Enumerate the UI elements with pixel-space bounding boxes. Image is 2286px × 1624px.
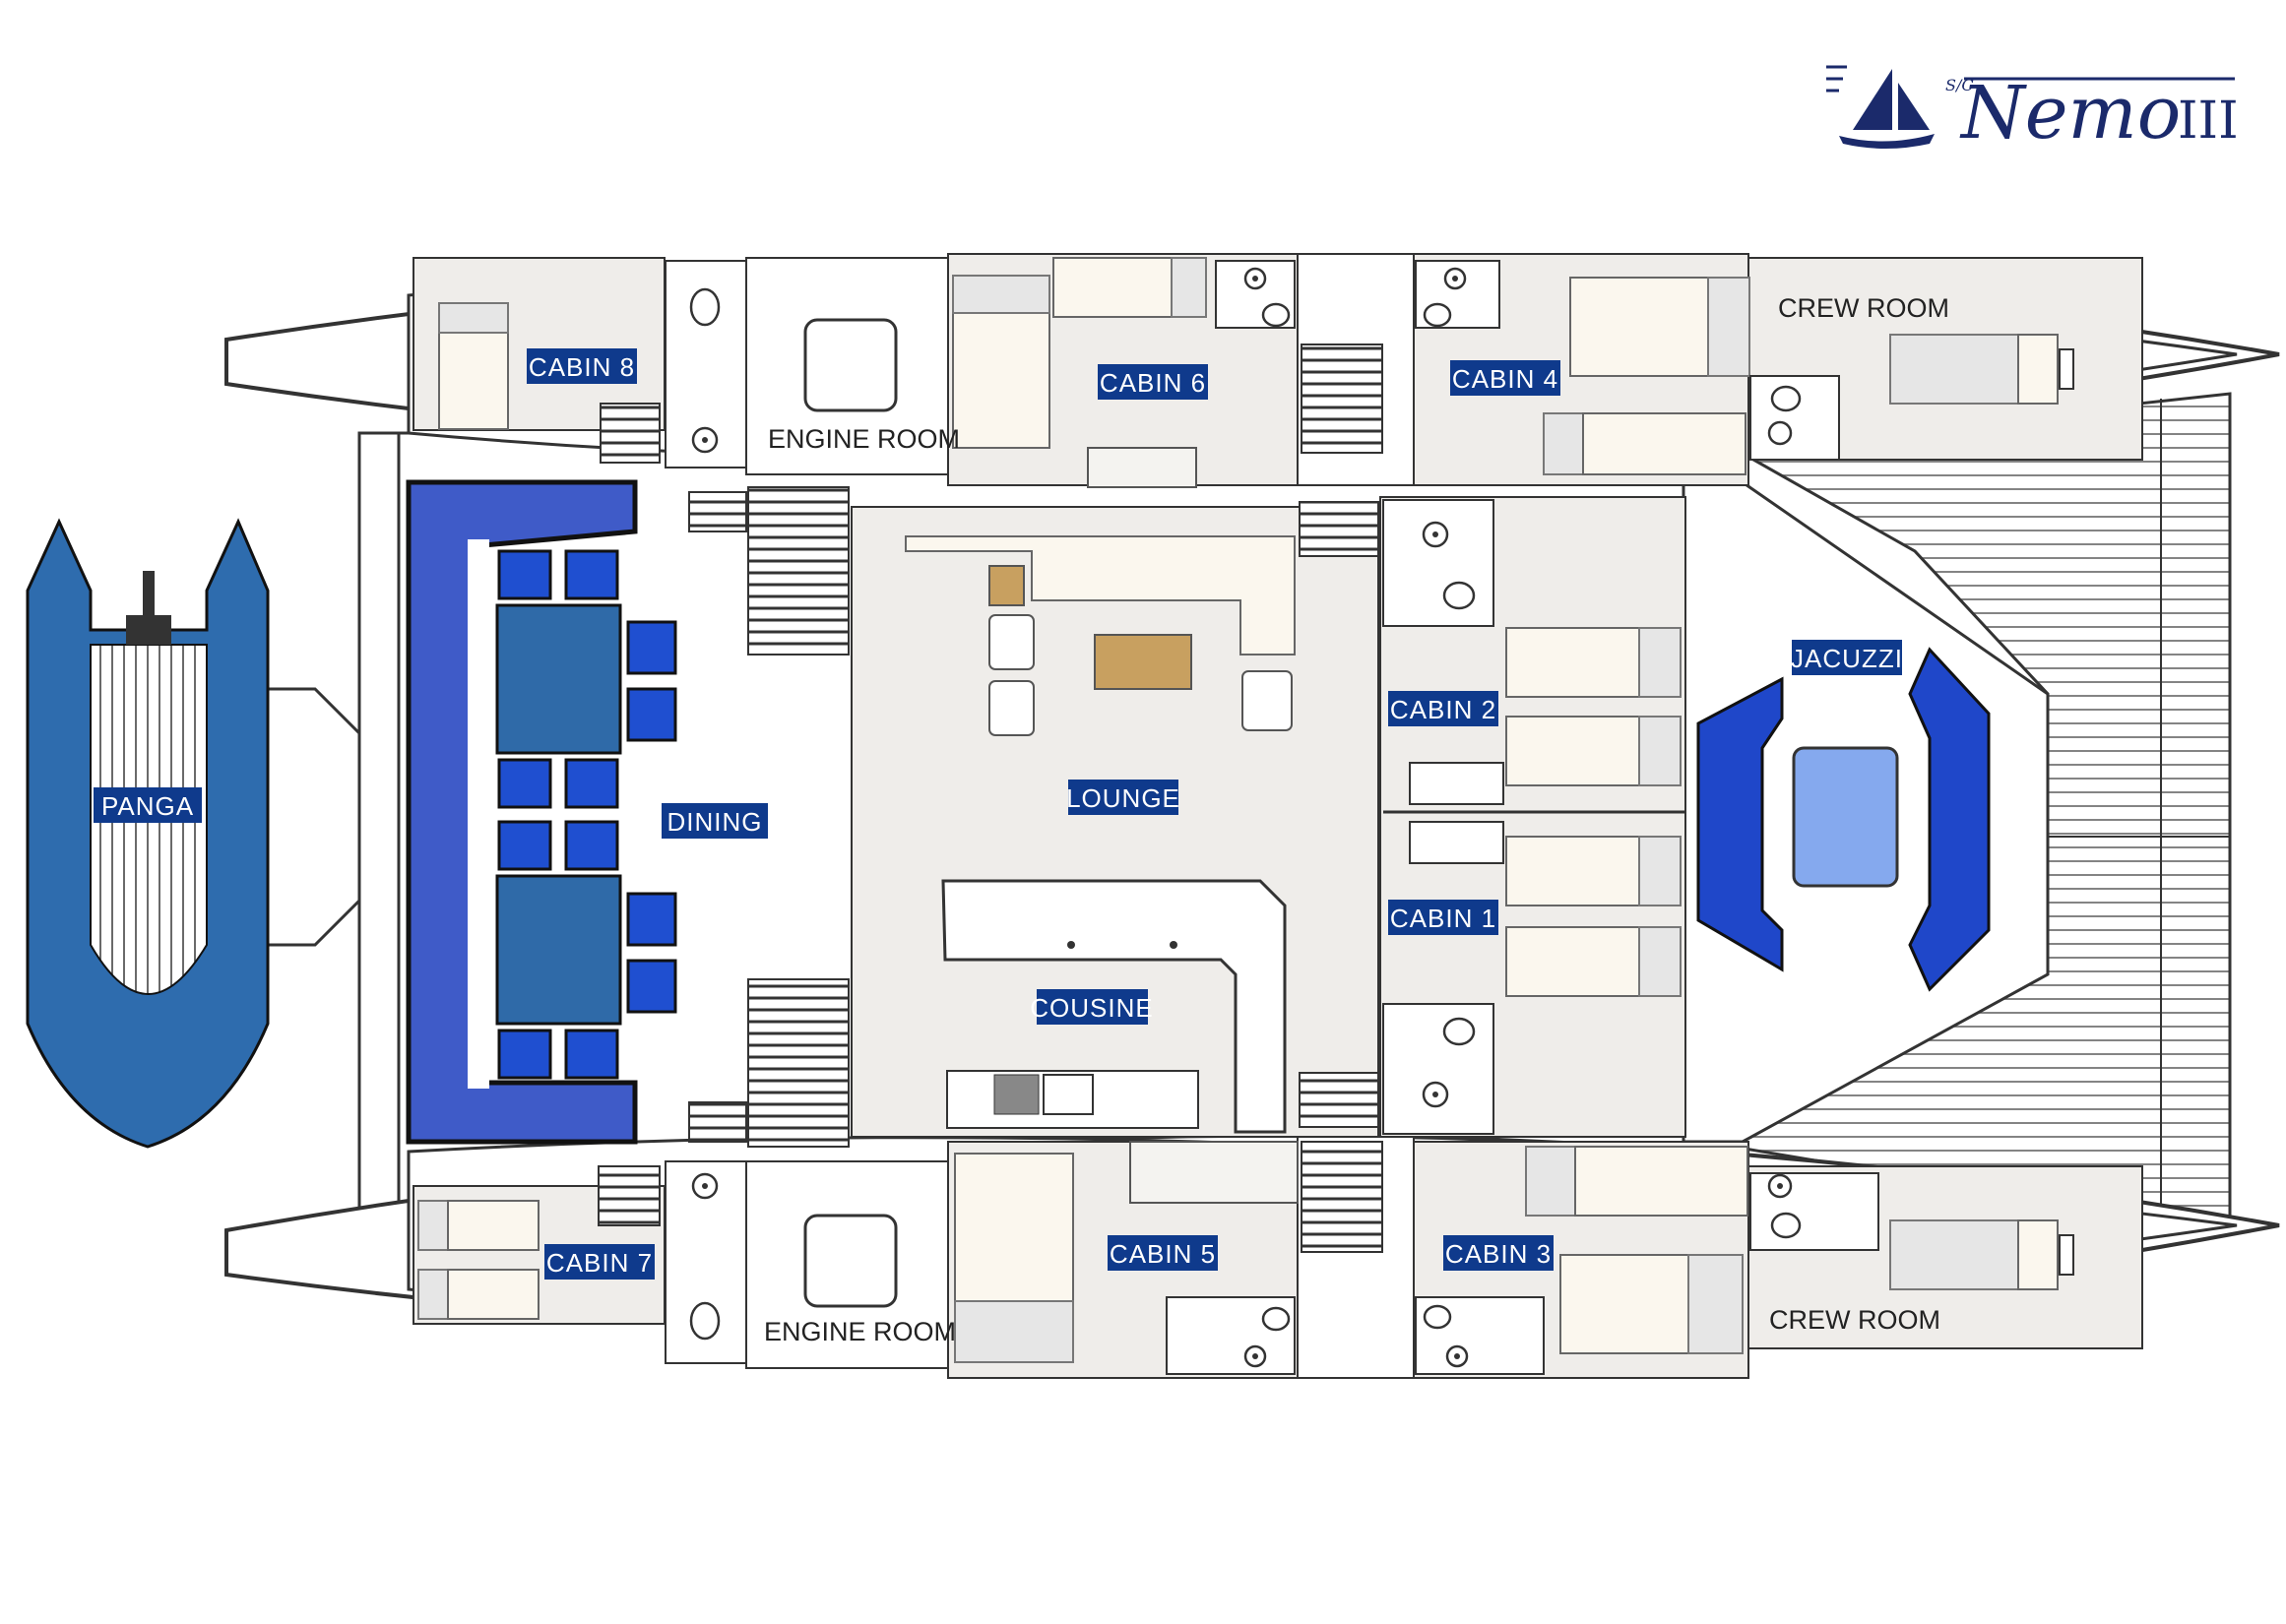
jacuzzi-seat-left [1696, 676, 1784, 972]
engine-room-bottom-label: ENGINE ROOM [764, 1317, 956, 1346]
svg-text:JACUZZI: JACUZZI [1791, 644, 1903, 673]
lounge-table [1094, 634, 1192, 690]
cabin-5-label: CABIN 5 [1108, 1235, 1218, 1271]
svg-text:CABIN 4: CABIN 4 [1452, 364, 1558, 394]
cabin-1-label: CABIN 1 [1388, 900, 1498, 935]
panga-label: PANGA [94, 787, 202, 823]
mid-cabins [1379, 496, 1686, 1138]
cabin-2-label: CABIN 2 [1388, 691, 1498, 726]
jacuzzi-pool [1792, 746, 1899, 888]
svg-text:CABIN 5: CABIN 5 [1110, 1239, 1216, 1269]
cabin-6-label: CABIN 6 [1098, 364, 1208, 400]
cabin-7-label: CABIN 7 [544, 1244, 655, 1280]
svg-text:COUSINE: COUSINE [1030, 993, 1153, 1023]
cousine-label: COUSINE [1030, 989, 1153, 1025]
panga [26, 518, 361, 1149]
top-hull-rooms [413, 253, 2143, 488]
svg-text:PANGA: PANGA [101, 791, 194, 821]
bottom-hull-rooms [413, 1136, 2143, 1379]
svg-text:CABIN 7: CABIN 7 [546, 1248, 653, 1278]
cabin-4-label: CABIN 4 [1450, 360, 1560, 396]
svg-text:CABIN 3: CABIN 3 [1445, 1239, 1552, 1269]
cabin-3-label: CABIN 3 [1443, 1235, 1554, 1271]
cabin-8-label: CABIN 8 [527, 348, 637, 384]
nemo-logo: S/C Nemo III [1826, 65, 2239, 156]
svg-text:DINING: DINING [667, 807, 763, 837]
jacuzzi [1696, 647, 1991, 992]
svg-text:CABIN 1: CABIN 1 [1390, 904, 1496, 933]
logo-name: Nemo [1959, 71, 2181, 156]
dining-area [406, 479, 850, 1148]
svg-text:CABIN 8: CABIN 8 [529, 352, 635, 382]
outboard-motor-icon [126, 615, 171, 645]
dining-seats [497, 549, 677, 1080]
lounge-area [851, 501, 1379, 1138]
galley-counter [941, 879, 1287, 1134]
svg-text:CABIN 6: CABIN 6 [1100, 368, 1206, 398]
crew-room-bottom-label: CREW ROOM [1769, 1305, 1940, 1335]
engine-room-top-label: ENGINE ROOM [768, 424, 960, 454]
logo-prefix: S/C [1945, 76, 1974, 94]
crew-room-top-label: CREW ROOM [1778, 293, 1949, 323]
lounge-label: LOUNGE [1066, 780, 1180, 815]
svg-text:CABIN 2: CABIN 2 [1390, 695, 1496, 724]
logo-numeral: III [2178, 92, 2239, 151]
dining-label: DINING [662, 803, 768, 839]
jacuzzi-label: JACUZZI [1791, 640, 1903, 675]
jacuzzi-seat-right [1908, 647, 1991, 992]
sailboat-icon [1826, 65, 1935, 149]
svg-text:LOUNGE: LOUNGE [1066, 783, 1180, 813]
